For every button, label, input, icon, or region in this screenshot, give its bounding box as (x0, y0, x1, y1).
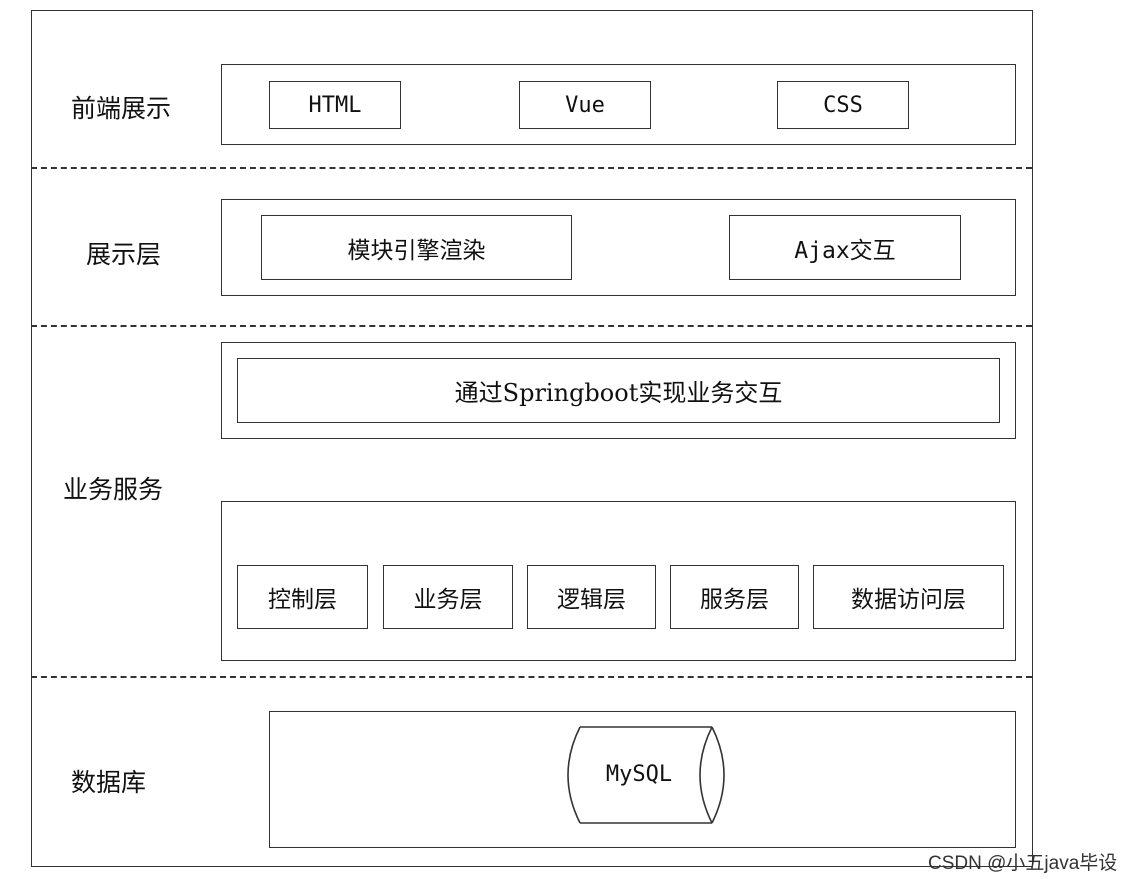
frontend-container (221, 64, 1016, 145)
layer-label-frontend: 前端展示 (71, 94, 172, 123)
business-layers-container (221, 501, 1016, 661)
tech-box-html: HTML (269, 81, 401, 129)
layer-label-database: 数据库 (71, 768, 147, 797)
layer-separator (31, 676, 1032, 678)
controller-layer-box: 控制层 (237, 565, 368, 629)
layer-separator (31, 167, 1032, 169)
layer-label-presentation: 展示层 (86, 240, 162, 269)
database-name: MySQL (605, 762, 673, 787)
architecture-frame (31, 10, 1033, 867)
springboot-banner: 通过Springboot实现业务交互 (237, 358, 1000, 423)
business-layer-box: 业务层 (383, 565, 513, 629)
springboot-container (221, 342, 1016, 439)
layer-label-business: 业务服务 (63, 475, 164, 504)
database-container (269, 711, 1016, 848)
ajax-box: Ajax交互 (729, 215, 961, 280)
tech-box-vue: Vue (519, 81, 651, 129)
presentation-container (221, 199, 1016, 296)
logic-layer-box: 逻辑层 (527, 565, 656, 629)
watermark: CSDN @小五java毕设 (928, 853, 1118, 874)
tech-box-css: CSS (777, 81, 909, 129)
data-access-layer-box: 数据访问层 (813, 565, 1004, 629)
database-cylinder-icon (567, 726, 725, 824)
layer-separator (31, 325, 1032, 327)
service-layer-box: 服务层 (670, 565, 799, 629)
template-engine-box: 模块引擎渲染 (261, 215, 572, 280)
